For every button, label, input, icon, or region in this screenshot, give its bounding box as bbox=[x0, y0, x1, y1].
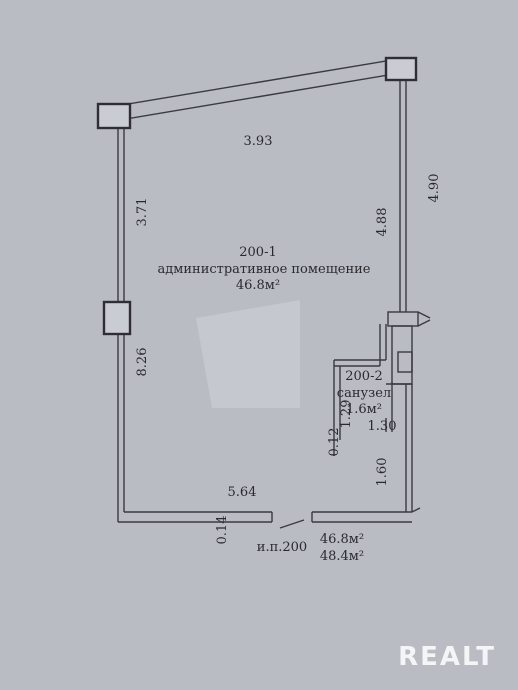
dim-bottom: 5.64 bbox=[228, 485, 257, 500]
watermark-emblem bbox=[196, 300, 300, 408]
room2-number: 200-2 bbox=[345, 369, 382, 384]
pillar-top-right bbox=[384, 56, 418, 82]
dim-left-lower: 8.26 bbox=[135, 348, 150, 377]
right-column-blocks bbox=[387, 311, 431, 385]
room2-name: санузел bbox=[337, 386, 391, 401]
dim-top: 3.93 bbox=[244, 134, 273, 149]
dim-wc-small: 0.12 bbox=[327, 428, 342, 457]
room1-area: 46.8м² bbox=[236, 278, 280, 293]
area-total: 48.4м² bbox=[320, 549, 364, 564]
room2-area: 1.6м² bbox=[346, 402, 382, 417]
dim-right-lower: 1.60 bbox=[375, 458, 390, 487]
room1-number: 200-1 bbox=[239, 245, 276, 260]
right-wall bbox=[399, 74, 407, 312]
realt-logo: REALT bbox=[398, 642, 496, 672]
dim-bottom-small: 0.14 bbox=[215, 516, 230, 545]
area-main: 46.8м² bbox=[320, 532, 364, 547]
pillar-mid-left bbox=[102, 300, 132, 336]
dim-wc-width: 1.30 bbox=[368, 419, 397, 434]
unit-label: и.п.200 bbox=[257, 540, 307, 555]
dim-wc-height: 1.29 bbox=[339, 400, 354, 429]
dim-right-inner: 4.88 bbox=[375, 208, 390, 237]
pillar-top-left bbox=[96, 102, 132, 130]
bottom-wall bbox=[118, 384, 421, 529]
top-wall bbox=[103, 57, 407, 123]
room1-name: административное помещение bbox=[158, 262, 371, 277]
dim-right-outer: 4.90 bbox=[427, 174, 442, 203]
dim-left-upper: 3.71 bbox=[135, 198, 150, 227]
